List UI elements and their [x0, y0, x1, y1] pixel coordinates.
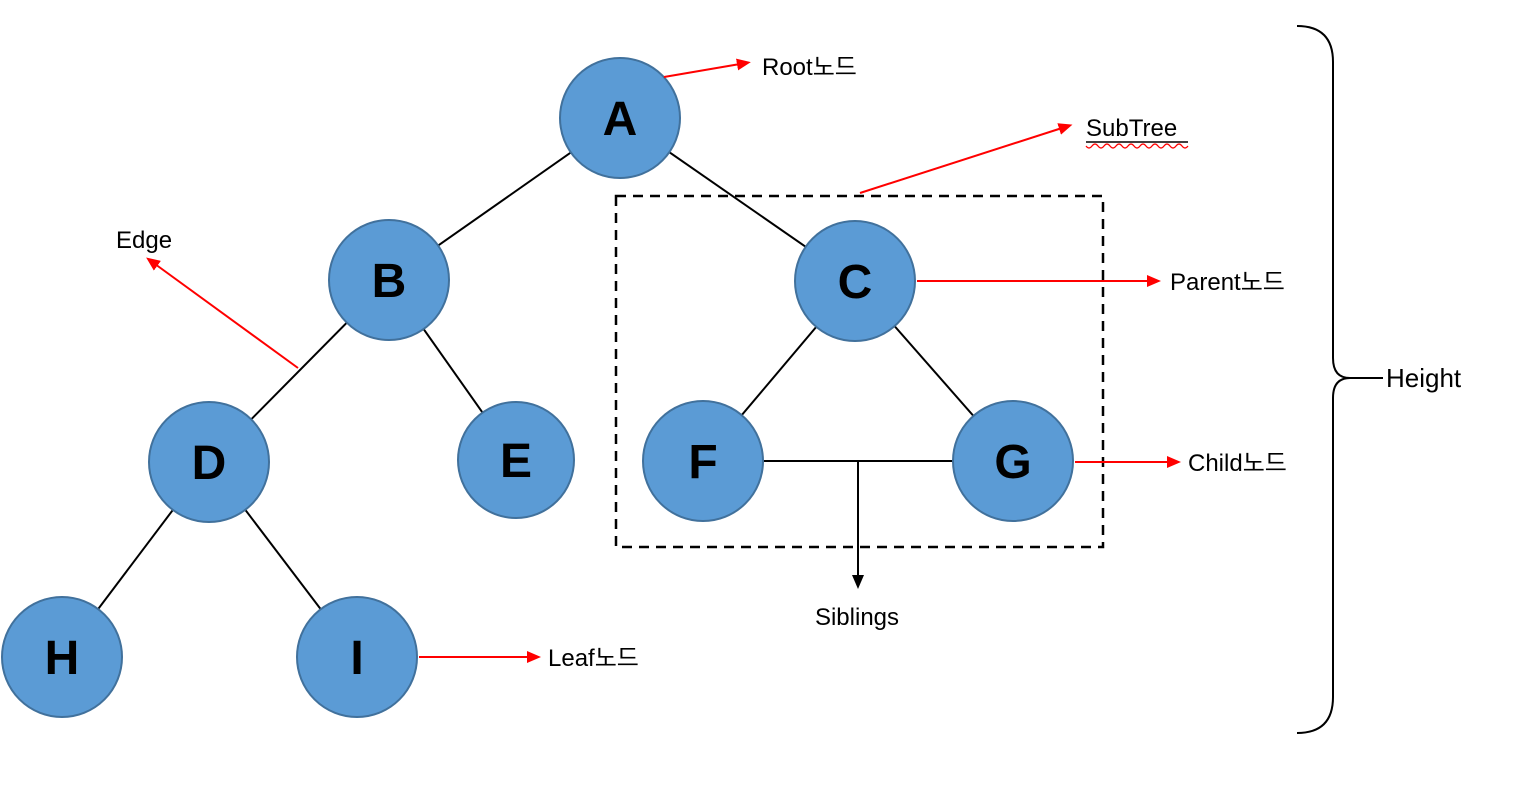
- node-g-circle: [952, 400, 1074, 522]
- node-b-circle: [328, 219, 450, 341]
- node-d: D: [148, 401, 270, 523]
- parent-label: Parent노드: [1170, 269, 1285, 296]
- node-c-circle: [794, 220, 916, 342]
- edge-arrow: [146, 257, 299, 369]
- node-c-label: C: [838, 256, 873, 309]
- tree-nodes: A B C D E F G: [1, 57, 1074, 718]
- node-i-circle: [296, 596, 418, 718]
- height-label: Height: [1386, 363, 1462, 393]
- node-c: C: [794, 220, 916, 342]
- node-e: E: [457, 401, 575, 519]
- subtree-dashed-box: [614, 194, 1105, 549]
- node-e-circle: [457, 401, 575, 519]
- tree-edges: [61, 117, 1014, 658]
- node-b: B: [328, 219, 450, 341]
- node-f-circle: [642, 400, 764, 522]
- node-d-label: D: [192, 437, 227, 490]
- root-arrow: [663, 58, 751, 78]
- node-g-label: G: [994, 436, 1031, 489]
- node-b-label: B: [372, 255, 407, 308]
- annotation-labels: Root노드 SubTree Edge Parent노드 Child노드 Lea…: [116, 54, 1287, 672]
- siblings-label: Siblings: [815, 604, 899, 631]
- height-brace: [1296, 25, 1351, 734]
- node-e-label: E: [500, 435, 532, 488]
- node-a-circle: [559, 57, 681, 179]
- node-d-circle: [148, 401, 270, 523]
- node-f-label: F: [688, 436, 717, 489]
- node-h: H: [1, 596, 123, 718]
- subtree-label: SubTree: [1086, 115, 1177, 142]
- subtree-spellcheck-squiggle: [1085, 143, 1189, 149]
- node-a: A: [559, 57, 681, 179]
- node-h-circle: [1, 596, 123, 718]
- child-label: Child노드: [1188, 450, 1287, 477]
- subtree-arrow: [859, 123, 1073, 194]
- node-h-label: H: [45, 632, 80, 685]
- node-f: F: [642, 400, 764, 522]
- node-i-label: I: [350, 632, 363, 685]
- root-label: Root노드: [762, 54, 857, 81]
- node-i: I: [296, 596, 418, 718]
- annotation-arrows: [146, 58, 1181, 663]
- node-a-label: A: [603, 93, 638, 146]
- edge-label: Edge: [116, 227, 172, 254]
- height-brace-group: Height: [1296, 25, 1462, 734]
- node-g: G: [952, 400, 1074, 522]
- leaf-label: Leaf노드: [548, 645, 639, 672]
